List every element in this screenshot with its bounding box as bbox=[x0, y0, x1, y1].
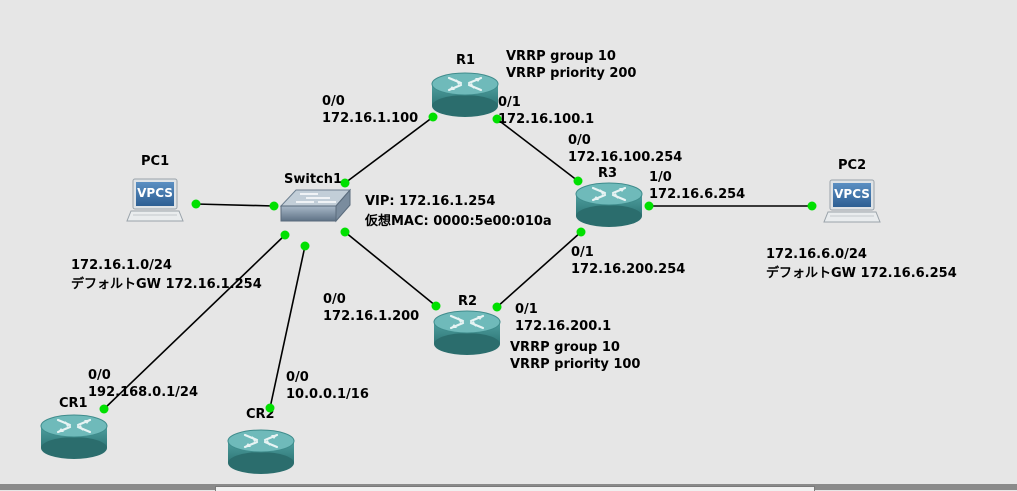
r3-interface-label: 1/0 bbox=[649, 170, 672, 185]
router-icon bbox=[574, 181, 644, 229]
node-name-switch1: Switch1 bbox=[284, 172, 342, 187]
port-dot bbox=[492, 114, 502, 124]
link-r2-r3[interactable] bbox=[496, 231, 582, 308]
node-name-cr1: CR1 bbox=[59, 396, 88, 411]
port-dot bbox=[576, 227, 586, 237]
node-name-pc1: PC1 bbox=[141, 154, 169, 169]
r2-ip-label: 172.16.1.200 bbox=[323, 309, 419, 324]
cr2-ip-label: 10.0.0.1/16 bbox=[286, 387, 369, 402]
port-dot bbox=[428, 112, 438, 122]
r3-interface-label: 0/1 bbox=[571, 245, 594, 260]
pc-pc2[interactable]: VPCS PC2 bbox=[823, 158, 881, 223]
links bbox=[103, 116, 812, 410]
port-indicators bbox=[99, 112, 817, 414]
r1-interface-label: 0/0 bbox=[322, 94, 345, 109]
switch-switch1[interactable]: Switch1 bbox=[279, 172, 352, 223]
r1-ip-label: 172.16.100.1 bbox=[498, 112, 594, 127]
port-dot bbox=[99, 404, 109, 414]
router-icon bbox=[432, 309, 502, 357]
node-name-r1: R1 bbox=[456, 53, 475, 68]
router-cr2[interactable]: CR2 bbox=[226, 407, 296, 476]
r2-interface-label: 0/0 bbox=[323, 292, 346, 307]
pc-pc1[interactable]: VPCS PC1 bbox=[126, 154, 184, 222]
port-dot bbox=[431, 301, 441, 311]
r1-ip-label: 172.16.1.100 bbox=[322, 111, 418, 126]
r1-vrrp-priority-label: VRRP priority 200 bbox=[506, 66, 636, 81]
router-icon bbox=[39, 413, 109, 461]
link-pc1-switch1[interactable] bbox=[195, 203, 275, 207]
port-dot bbox=[573, 176, 583, 186]
virtual-mac-label: 仮想MAC: 0000:5e00:010a bbox=[364, 213, 552, 229]
r3-ip-label: 172.16.6.254 bbox=[649, 187, 745, 202]
port-dot bbox=[492, 302, 502, 312]
cr1-interface-label: 0/0 bbox=[88, 368, 111, 383]
r2-interface-label: 0/1 bbox=[515, 302, 538, 317]
r3-ip-label: 172.16.200.254 bbox=[571, 262, 685, 277]
r3-interface-label: 0/0 bbox=[568, 133, 591, 148]
node-name-pc2: PC2 bbox=[838, 158, 866, 173]
vpcs-badge: VPCS bbox=[137, 186, 173, 200]
r2-vrrp-priority-label: VRRP priority 100 bbox=[510, 357, 640, 372]
router-icon bbox=[430, 71, 500, 119]
cr2-interface-label: 0/0 bbox=[286, 370, 309, 385]
pc2-gateway-label: デフォルトGW 172.16.6.254 bbox=[766, 265, 957, 281]
link-switch1-r2[interactable] bbox=[344, 231, 437, 307]
link-switch1-cr2[interactable] bbox=[269, 245, 306, 409]
vpcs-badge: VPCS bbox=[834, 187, 870, 201]
r1-vrrp-group-label: VRRP group 10 bbox=[506, 49, 616, 64]
port-dot bbox=[191, 199, 201, 209]
r1-interface-label: 0/1 bbox=[498, 95, 521, 110]
node-name-r3: R3 bbox=[598, 166, 617, 181]
port-dot bbox=[300, 241, 310, 251]
port-dot bbox=[265, 403, 275, 413]
router-r1[interactable]: R1 bbox=[430, 53, 500, 119]
pc2-network-label: 172.16.6.0/24 bbox=[766, 247, 867, 262]
link-r1-r3[interactable] bbox=[496, 118, 579, 182]
pc1-gateway-label: デフォルトGW 172.16.1.254 bbox=[71, 276, 262, 292]
cr1-ip-label: 192.168.0.1/24 bbox=[88, 385, 198, 400]
router-r2[interactable]: R2 bbox=[432, 294, 502, 357]
port-dot bbox=[340, 227, 350, 237]
scrollbar-thumb[interactable] bbox=[215, 486, 815, 491]
router-r3[interactable]: R3 bbox=[574, 166, 644, 229]
node-name-r2: R2 bbox=[458, 294, 477, 309]
link-switch1-cr1[interactable] bbox=[103, 234, 286, 410]
pc1-network-label: 172.16.1.0/24 bbox=[71, 258, 172, 273]
r3-ip-label: 172.16.100.254 bbox=[568, 150, 682, 165]
r2-ip-label: 172.16.200.1 bbox=[515, 319, 611, 334]
annotations: VRRP group 10 VRRP priority 200 0/0 172.… bbox=[71, 49, 957, 402]
r2-vrrp-group-label: VRRP group 10 bbox=[510, 340, 620, 355]
port-dot bbox=[269, 201, 279, 211]
vip-label: VIP: 172.16.1.254 bbox=[365, 194, 495, 209]
port-dot bbox=[807, 201, 817, 211]
link-switch1-r1[interactable] bbox=[344, 116, 434, 184]
port-dot bbox=[340, 178, 350, 188]
port-dot bbox=[280, 230, 290, 240]
router-cr1[interactable]: CR1 bbox=[39, 396, 109, 461]
port-dot bbox=[644, 201, 654, 211]
router-icon bbox=[226, 428, 296, 476]
switch-icon bbox=[279, 188, 352, 223]
